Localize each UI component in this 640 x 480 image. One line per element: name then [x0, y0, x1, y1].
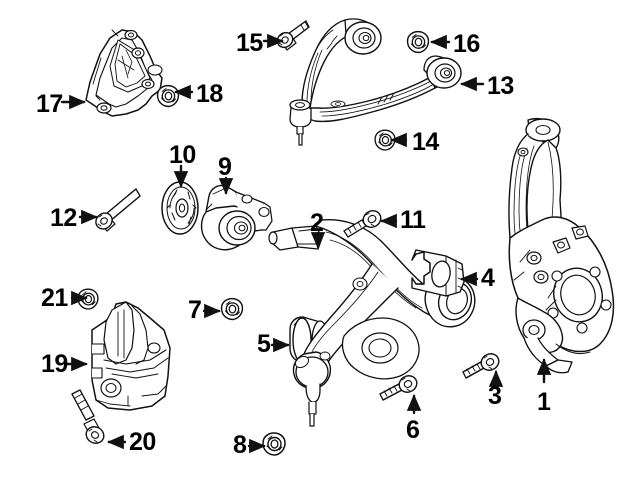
callout-label-21[interactable]: 21 [41, 284, 68, 312]
part-13-upper-control-arm [289, 18, 462, 146]
callout-label-8[interactable]: 8 [233, 431, 247, 459]
part-17-engine-mount-bracket [85, 29, 163, 117]
callout-label-17[interactable]: 17 [36, 90, 63, 118]
callout-label-6[interactable]: 6 [406, 416, 420, 444]
part-7-flange-nut [220, 297, 244, 321]
callout-label-20[interactable]: 20 [129, 428, 156, 456]
part-19-engine-mount-bracket [91, 301, 171, 411]
part-10-idler-pulley [161, 181, 199, 235]
part-12-long-flange-bolt [95, 188, 141, 232]
part-1-steering-knuckle [508, 117, 615, 374]
callout-label-18[interactable]: 18 [196, 80, 223, 108]
callout-label-2[interactable]: 2 [310, 209, 324, 237]
callout-label-13[interactable]: 13 [487, 72, 514, 100]
part-3-flange-bolt [462, 353, 500, 379]
callout-label-5[interactable]: 5 [257, 330, 271, 358]
callout-label-7[interactable]: 7 [188, 296, 202, 324]
callout-arrows [60, 33, 552, 454]
part-8-ball-joint-nut [262, 432, 286, 456]
callout-label-4[interactable]: 4 [481, 264, 495, 292]
callout-label-12[interactable]: 12 [50, 204, 77, 232]
callout-label-3[interactable]: 3 [488, 382, 502, 410]
callout-label-1[interactable]: 1 [537, 388, 551, 416]
part-16-flange-nut [406, 30, 430, 54]
callout-label-10[interactable]: 10 [169, 141, 196, 169]
callout-label-16[interactable]: 16 [453, 30, 480, 58]
part-6-flange-bolt [379, 375, 418, 401]
callout-label-11[interactable]: 11 [400, 206, 426, 234]
callout-label-14[interactable]: 14 [412, 128, 439, 156]
callout-label-19[interactable]: 19 [41, 350, 68, 378]
part-18-flange-nut [156, 84, 180, 108]
callout-label-15[interactable]: 15 [236, 29, 263, 57]
part-20-long-flange-bolt [71, 389, 105, 444]
part-9-belt-tensioner [200, 184, 273, 251]
part-4-alignment-cam-plate [411, 249, 465, 297]
part-15-long-flange-bolt [276, 20, 310, 51]
callout-label-9[interactable]: 9 [218, 153, 232, 181]
part-11-flange-bolt [343, 210, 382, 238]
